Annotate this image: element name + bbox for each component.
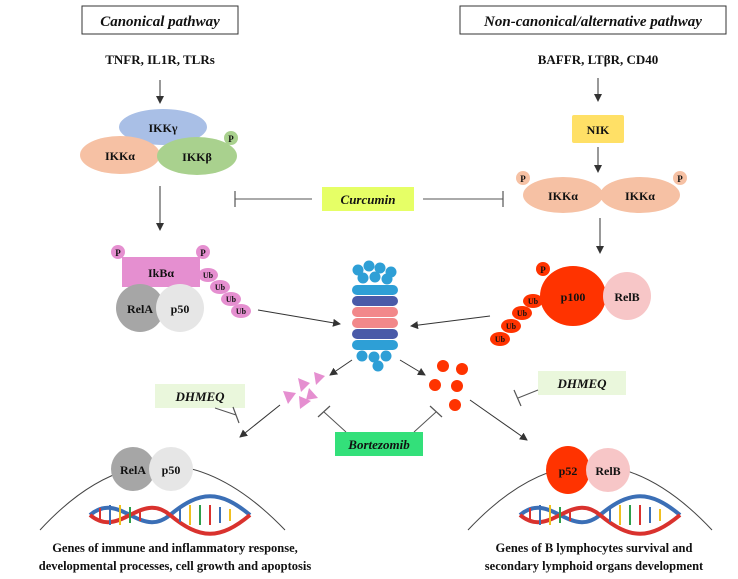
arrow-proteasome-to-p52 [399, 359, 426, 376]
right-nucleus: p52 RelB [467, 446, 713, 536]
p50 [156, 284, 204, 332]
arrow-proteasome-to-fragments [329, 359, 353, 376]
p50-label: p50 [171, 302, 190, 316]
noncanonical-header: Non-canonical/alternative pathway [459, 5, 727, 35]
bortezomib-label: Bortezomib [347, 437, 410, 452]
phospho-label: P [228, 134, 234, 144]
nucleus-p52 [546, 446, 590, 494]
ubiquitin-1 [198, 268, 218, 282]
nucleus-p52-label: p52 [559, 464, 578, 478]
relb [603, 272, 651, 320]
arrow-ikb-to-proteasome [257, 309, 341, 327]
ikk-alpha [80, 136, 160, 174]
dna-left [88, 494, 252, 536]
phospho-ikk-beta [224, 131, 238, 145]
p100 [540, 266, 606, 326]
ubiquitin-label: Ub [528, 297, 539, 306]
nucleus-relb [586, 448, 630, 492]
ubiquitin-6 [512, 306, 532, 320]
noncanonical-header-label: Non-canonical/alternative pathway [483, 14, 702, 30]
dhmeq-right: DHMEQ [513, 371, 626, 407]
ubiquitin-5 [523, 294, 543, 308]
ubiquitin-4 [231, 304, 251, 318]
phospho-label: P [540, 265, 546, 275]
ubiquitin-label: Ub [215, 283, 226, 292]
left-nucleus: RelA p50 [39, 447, 286, 536]
ikb-fragments [283, 372, 325, 409]
canonical-receptors: TNFR, IL1R, TLRs [105, 52, 215, 67]
ikk-alpha-2 [600, 177, 680, 213]
arrow-to-right-nucleus [469, 399, 528, 441]
ikb-complex: IkBα P P Ub Ub Ub Ub RelA p50 [111, 245, 251, 332]
phospho-label: P [677, 174, 683, 184]
phospho-ikb-2 [196, 245, 210, 259]
dhmeq-left-label: DHMEQ [174, 389, 225, 404]
ubiquitin-label: Ub [517, 309, 528, 318]
left-outcome-line1: Genes of immune and inflammatory respons… [52, 541, 298, 555]
ubiquitin-8 [490, 332, 510, 346]
ikk-alpha-dimer: IKKα IKKα P P [516, 171, 687, 213]
ubiquitin-label: Ub [495, 335, 506, 344]
dhmeq-right-label: DHMEQ [556, 376, 607, 391]
dhmeq-left: DHMEQ [155, 384, 245, 424]
noncanonical-receptors: BAFFR, LTβR, CD40 [538, 52, 659, 67]
left-outcome-line2: developmental processes, cell growth and… [39, 559, 312, 573]
dna-right [518, 494, 682, 536]
canonical-header-label: Canonical pathway [100, 14, 220, 30]
nucleus-rela-label: RelA [120, 463, 146, 477]
phospho-label: P [520, 174, 526, 184]
ubiquitin-label: Ub [203, 271, 214, 280]
nucleus-p50-label: p50 [162, 463, 181, 477]
bortezomib-inhibitor: Bortezomib [317, 405, 443, 456]
p100-complex: p100 P Ub Ub Ub Ub RelB [490, 262, 651, 346]
ubiquitin-label: Ub [506, 322, 517, 331]
ikk-beta [157, 137, 237, 175]
ikk-alpha-1-label: IKKα [548, 189, 578, 203]
curcumin-label: Curcumin [341, 192, 396, 207]
ubiquitin-label: Ub [236, 307, 247, 316]
ubiquitin-label: Ub [226, 295, 237, 304]
ikk-gamma [119, 109, 207, 145]
ikk-alpha-1 [523, 177, 603, 213]
phospho-ikk-alpha-1 [516, 171, 530, 185]
nucleus-p50 [149, 447, 193, 491]
p100-label: p100 [561, 290, 586, 304]
phospho-label: P [115, 248, 121, 258]
proteasome [352, 260, 398, 372]
arrow-to-left-nucleus [239, 404, 281, 438]
phospho-p100 [536, 262, 550, 276]
curcumin-inhibitor: Curcumin [234, 187, 504, 211]
ikb-alpha [122, 257, 200, 287]
arrow-p100-to-proteasome [410, 315, 491, 330]
nucleus-relb-label: RelB [595, 464, 620, 478]
ubiquitin-7 [501, 319, 521, 333]
relb-label: RelB [614, 290, 639, 304]
ubiquitin-3 [221, 292, 241, 306]
nik-label: NIK [587, 123, 610, 137]
phospho-ikb-1 [111, 245, 125, 259]
ubiquitin-2 [210, 280, 230, 294]
ikb-alpha-label: IkBα [148, 266, 174, 280]
rela [116, 284, 164, 332]
rela-label: RelA [127, 302, 153, 316]
right-outcome-line2: secondary lymphoid organs development [485, 559, 704, 573]
canonical-header: Canonical pathway [81, 5, 239, 35]
phospho-ikk-alpha-2 [673, 171, 687, 185]
ikk-gamma-label: IKKγ [149, 121, 178, 135]
right-outcome-line1: Genes of B lymphocytes survival and [496, 541, 693, 555]
p100-fragments [429, 360, 468, 411]
nik: NIK [572, 115, 624, 143]
ikk-complex: IKKγ IKKα IKKβ P [80, 109, 238, 175]
nucleus-rela [111, 447, 155, 491]
ikk-alpha-2-label: IKKα [625, 189, 655, 203]
ikk-alpha-label: IKKα [105, 149, 135, 163]
phospho-label: P [200, 248, 206, 258]
ikk-beta-label: IKKβ [182, 150, 212, 164]
